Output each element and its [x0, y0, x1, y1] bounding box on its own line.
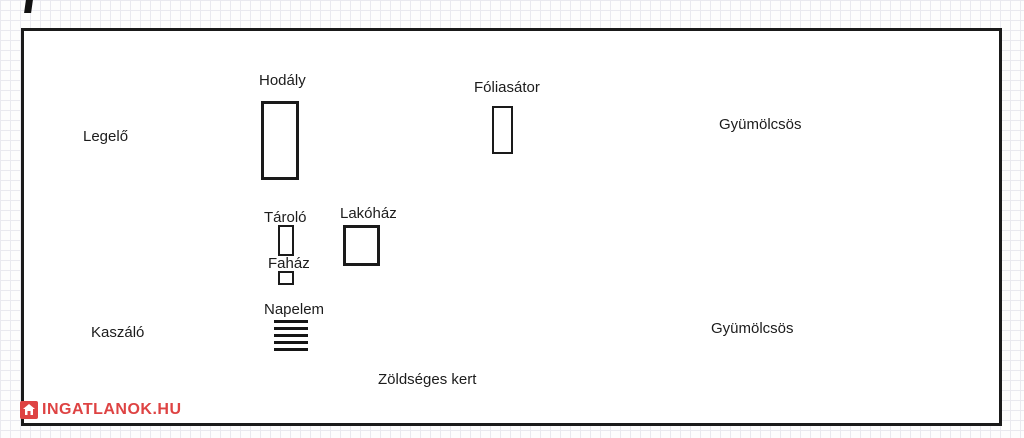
building-tarolo-rect: [278, 225, 294, 256]
scan-artifact: [24, 0, 33, 13]
building-hodaly-rect: [261, 101, 299, 180]
property-boundary: Legelő Gyümölcsös Kaszáló Gyümölcsös Zöl…: [21, 28, 1002, 426]
building-label-foliasator: Fóliasátor: [474, 79, 540, 96]
building-label-tarolo: Tároló: [264, 209, 307, 226]
building-fahaz-rect: [278, 271, 294, 285]
building-foliasator-rect: [492, 106, 513, 154]
watermark: INGATLANOK.HU: [20, 401, 182, 419]
building-label-lakohaz: Lakóház: [340, 205, 397, 222]
building-label-napelem: Napelem: [264, 301, 325, 318]
building-label-fahaz: Faház: [268, 255, 310, 272]
building-napelem-panels: [274, 320, 308, 355]
area-label-kaszalo: Kaszáló: [91, 324, 145, 341]
building-label-hodaly: Hodály: [259, 72, 306, 89]
house-icon: [20, 401, 38, 419]
area-label-gyumolcsos-bottom: Gyümölcsös: [711, 320, 794, 337]
area-label-zoldseges-kert: Zöldséges kert: [378, 371, 477, 388]
watermark-text: INGATLANOK.HU: [42, 401, 182, 418]
area-label-gyumolcsos-top: Gyümölcsös: [719, 116, 802, 133]
area-label-legelo: Legelő: [83, 128, 129, 145]
building-lakohaz-rect: [343, 225, 380, 266]
